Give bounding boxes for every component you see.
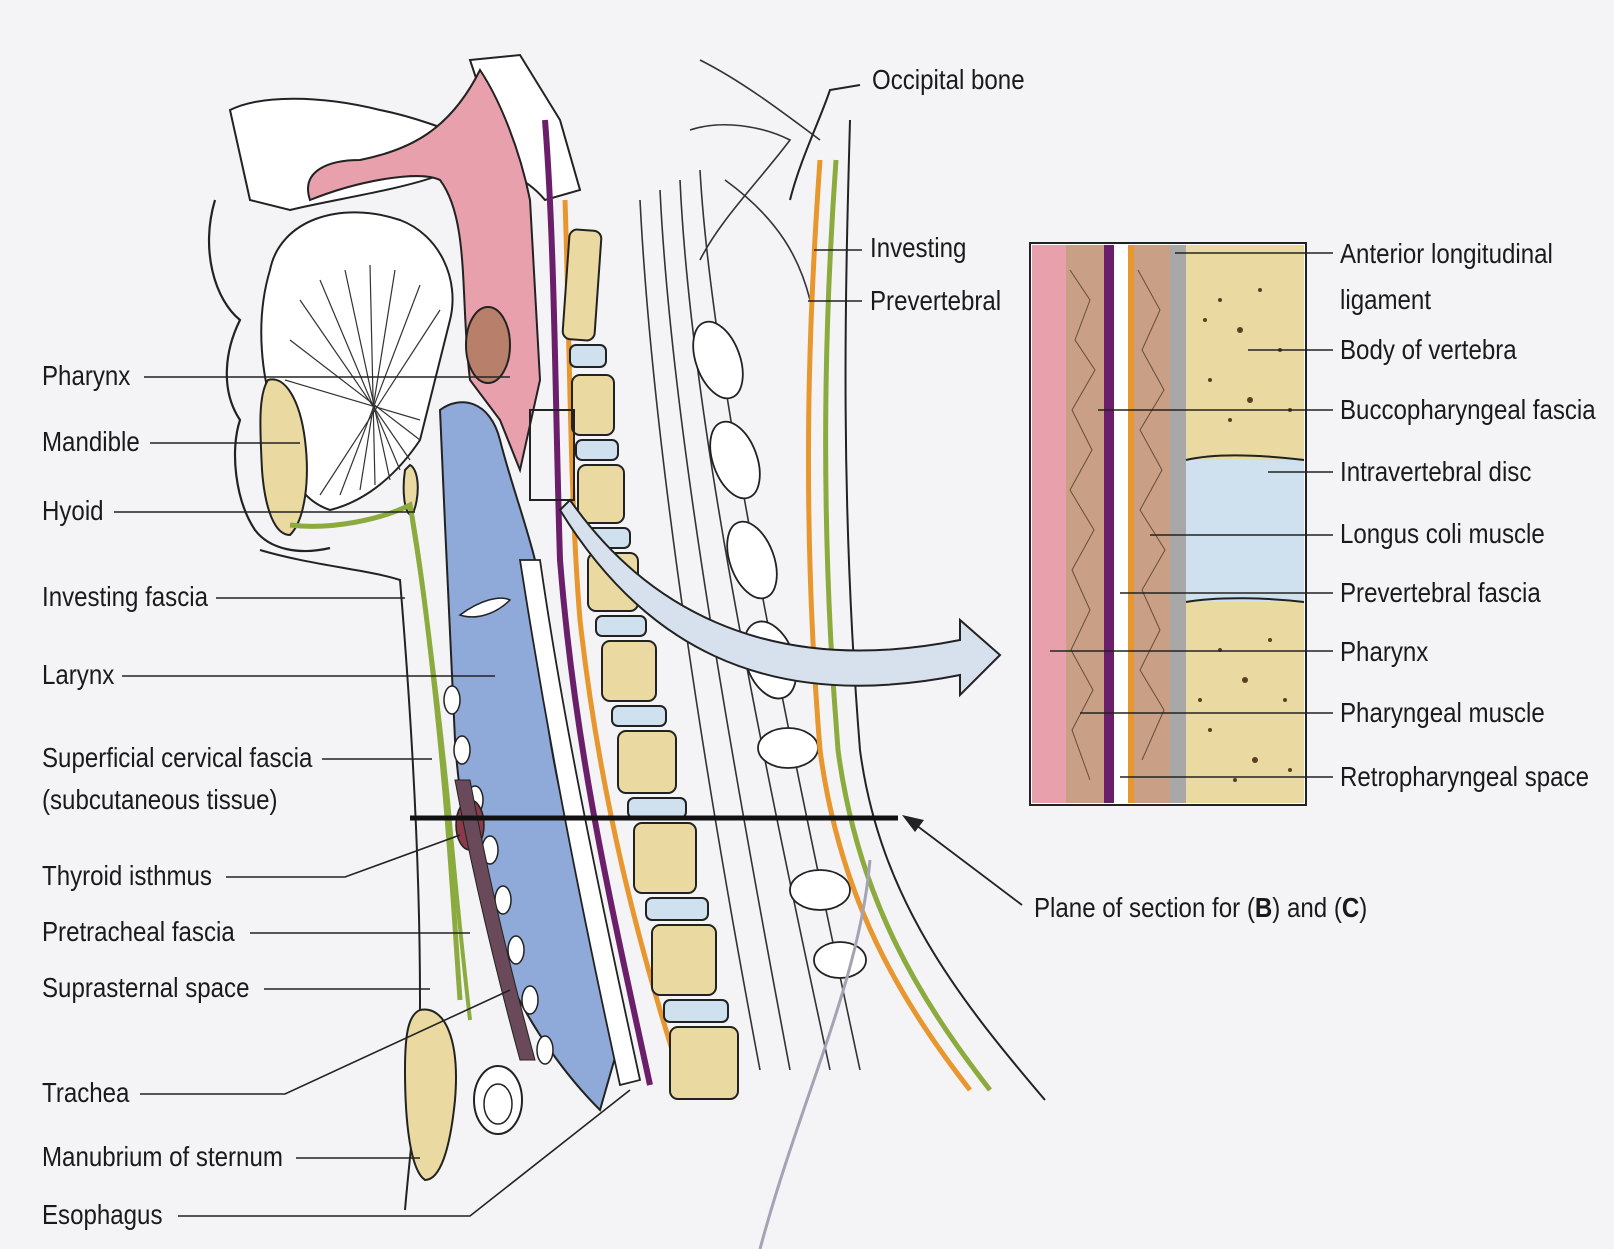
label-intravertebral-disc: Intravertebral disc	[1340, 454, 1531, 489]
label-body-of-vertebra: Body of vertebra	[1340, 332, 1517, 367]
label-investing-fascia: Investing fascia	[42, 579, 208, 614]
label-suprasternal-space: Suprasternal space	[42, 970, 249, 1005]
label-superficial-fascia-sub: (subcutaneous tissue)	[42, 782, 278, 817]
label-longus-coli: Longus coli muscle	[1340, 516, 1545, 551]
label-buccopharyngeal-fascia: Buccopharyngeal fascia	[1340, 392, 1596, 427]
label-prevertebral-fascia: Prevertebral fascia	[1340, 575, 1541, 610]
label-anterior-longitudinal-2: ligament	[1340, 282, 1431, 317]
label-anterior-longitudinal: Anterior longitudinal	[1340, 236, 1553, 271]
label-thyroid-isthmus: Thyroid isthmus	[42, 858, 212, 893]
label-prevertebral: Prevertebral	[870, 283, 1001, 318]
label-pharynx-inset: Pharynx	[1340, 634, 1428, 669]
label-manubrium: Manubrium of sternum	[42, 1139, 283, 1174]
label-plane-of-section: Plane of section for (B) and (C)	[1034, 890, 1367, 925]
label-occipital-bone: Occipital bone	[872, 62, 1025, 97]
label-investing: Investing	[870, 230, 966, 265]
label-superficial-fascia: Superficial cervical fascia	[42, 740, 312, 775]
label-esophagus: Esophagus	[42, 1197, 162, 1232]
label-pharynx: Pharynx	[42, 358, 130, 393]
label-larynx: Larynx	[42, 657, 114, 692]
label-mandible: Mandible	[42, 424, 140, 459]
label-pharyngeal-muscle: Pharyngeal muscle	[1340, 695, 1545, 730]
label-pretracheal-fascia: Pretracheal fascia	[42, 914, 235, 949]
label-hyoid: Hyoid	[42, 493, 104, 528]
label-retropharyngeal-space: Retropharyngeal space	[1340, 759, 1589, 794]
label-trachea: Trachea	[42, 1075, 129, 1110]
